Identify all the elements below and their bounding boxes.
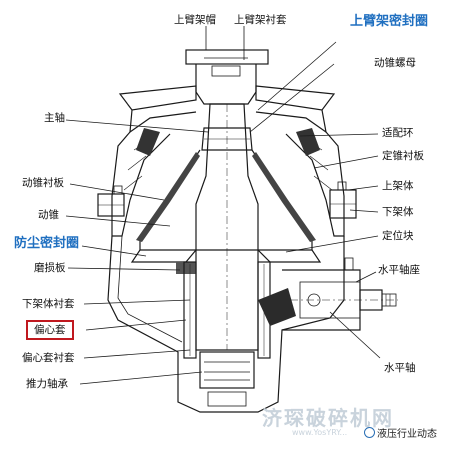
cap-plate <box>185 49 269 65</box>
label-lower-frame: 下架体 <box>382 206 414 218</box>
spider-arm-left <box>118 85 197 111</box>
watermark-url: www.YosYRY... <box>292 428 348 437</box>
brand-icon <box>364 427 375 438</box>
label-mantle: 动锥 <box>38 209 59 221</box>
label-eccentric-sleeve: 偏心套衬套 <box>22 352 75 364</box>
concave-left <box>111 131 171 237</box>
label-horizontal-shaft-seat: 水平轴座 <box>378 264 420 276</box>
label-main-shaft: 主轴 <box>44 112 65 124</box>
brand-text: 液压行业动态 <box>377 429 437 440</box>
concave-right <box>285 131 345 237</box>
label-dust-seal: 防尘密封圈 <box>14 236 80 251</box>
eccentric-left <box>183 261 197 359</box>
label-mantle-nut: 动锥螺母 <box>374 57 416 69</box>
bevel-gear <box>258 288 296 326</box>
label-upper-frame: 上架体 <box>382 180 414 192</box>
label-eccentric: 偏心套 <box>26 320 74 340</box>
brand-signature: 液压行业动态 <box>364 425 437 440</box>
lower-frame <box>107 235 345 413</box>
label-adapter-ring: 适配环 <box>382 127 414 139</box>
label-mantle-liner: 动锥衬板 <box>22 177 64 189</box>
dust-seal <box>130 249 197 263</box>
label-thrust-bearing: 推力轴承 <box>26 378 68 390</box>
spider-arm-right <box>255 85 336 111</box>
label-upper-frame-cap: 上臂架帽 <box>174 14 216 26</box>
cap-body <box>195 64 257 105</box>
label-lower-frame-sleeve: 下架体衬套 <box>22 298 75 310</box>
label-wear-plate: 磨损板 <box>34 262 66 274</box>
label-upper-frame-seal: 上臂架密封圈 <box>350 14 429 29</box>
label-concave: 定锥衬板 <box>382 150 424 162</box>
label-positioning-block: 定位块 <box>382 230 414 242</box>
thrust-bearing <box>199 351 255 389</box>
label-horizontal-shaft: 水平轴 <box>384 362 416 374</box>
watermark-text: 济琛破碎机网 <box>262 406 394 430</box>
label-upper-frame-sleeve: 上臂架衬套 <box>234 14 287 26</box>
